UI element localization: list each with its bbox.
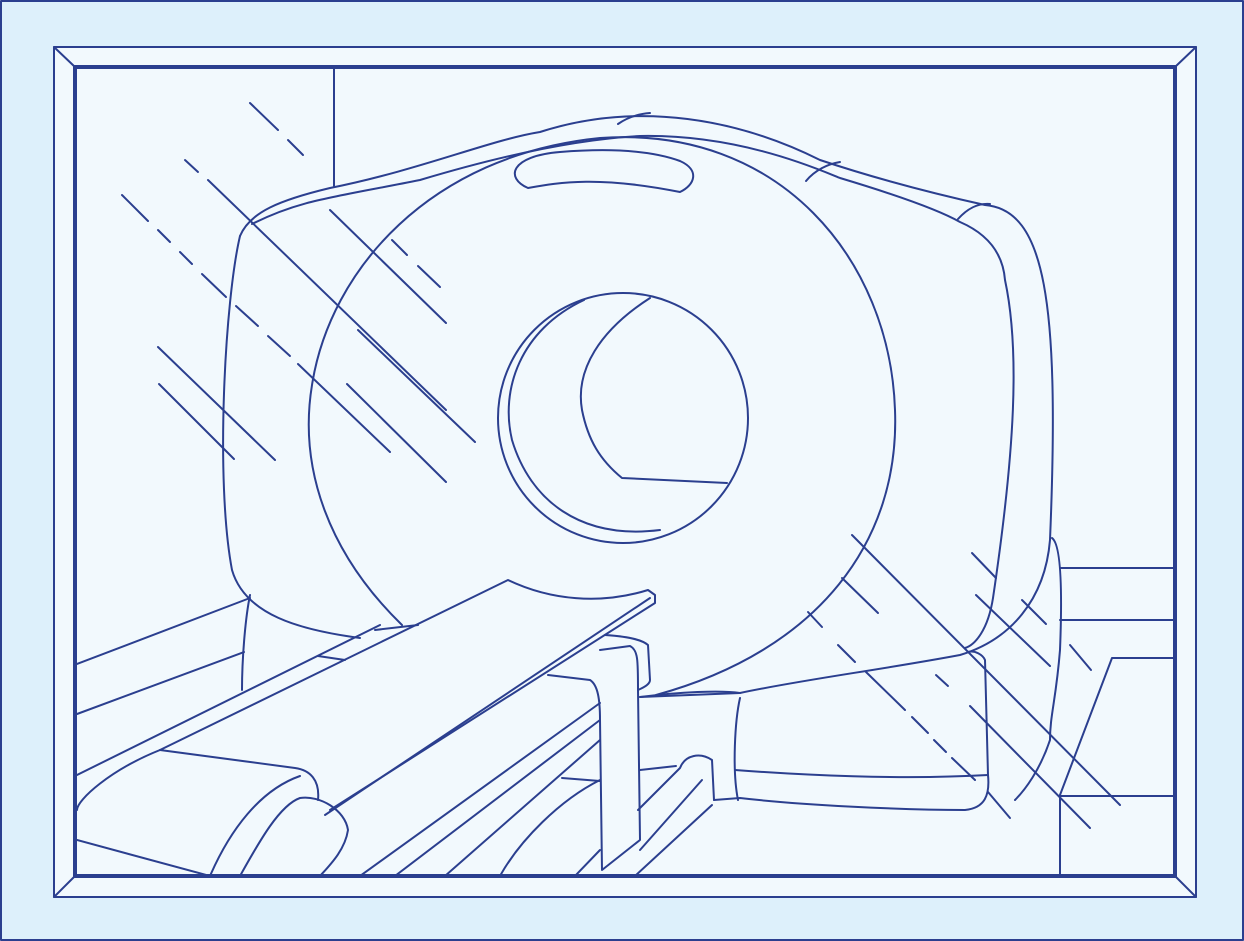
patient-couch <box>77 579 656 874</box>
glass-reflection <box>121 102 1121 829</box>
room-background <box>77 69 1173 874</box>
scanner-ring <box>307 136 897 696</box>
scanner-bore <box>497 292 749 544</box>
couch-pedestal <box>547 634 990 874</box>
gantry-handle <box>513 149 695 193</box>
window-frame <box>53 46 1197 898</box>
scanner-gantry <box>222 112 1063 801</box>
